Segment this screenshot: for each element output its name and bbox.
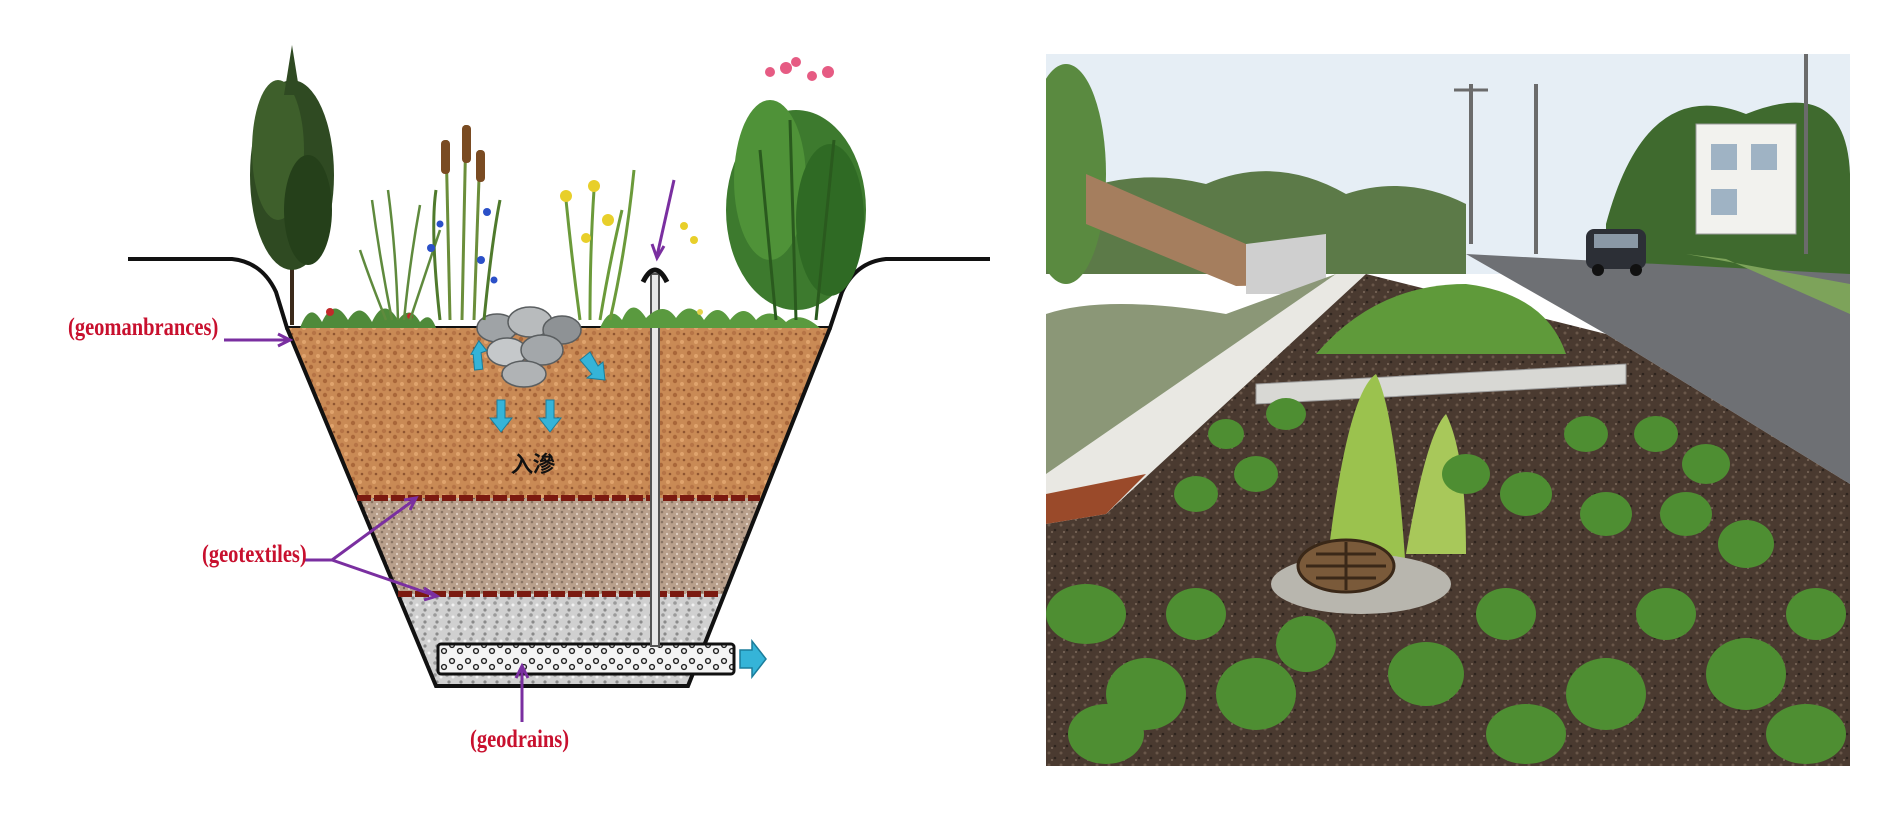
house-icon <box>1695 123 1797 235</box>
bioretention-cross-section-diagram: 入滲 <box>128 45 990 722</box>
shrub-icon <box>1046 398 1846 764</box>
infiltration-arrows <box>470 339 606 433</box>
utility-pole-icon <box>1454 54 1808 254</box>
rock-pile-icon <box>476 306 582 388</box>
iris-icon <box>560 169 698 321</box>
perforated-pipe-icon <box>436 642 736 676</box>
drain-grate-icon <box>1271 538 1451 614</box>
trench-outline <box>285 327 832 688</box>
gravel-layer <box>287 594 830 686</box>
ground-cover-plants <box>300 307 820 328</box>
grass-icon <box>358 189 442 321</box>
car-icon <box>1586 229 1646 276</box>
cattail-icon <box>432 124 502 321</box>
infiltration-label: 入滲 <box>511 453 556 478</box>
geodrains-label: (geodrains) <box>470 726 570 753</box>
geomembranes-label: (geomanbrances) <box>68 314 219 341</box>
flow-arrow-icon <box>739 638 767 680</box>
geotextiles-label: (geotextiles) <box>202 541 307 568</box>
shrub-icon <box>726 57 866 321</box>
concrete-weir-icon <box>1255 363 1627 405</box>
bioretention-swale-photo <box>1046 54 1850 766</box>
tree-icon <box>250 45 334 325</box>
pointer-lines <box>224 179 676 722</box>
flower-icon <box>427 208 498 284</box>
overflow-pipe-icon <box>640 267 670 647</box>
